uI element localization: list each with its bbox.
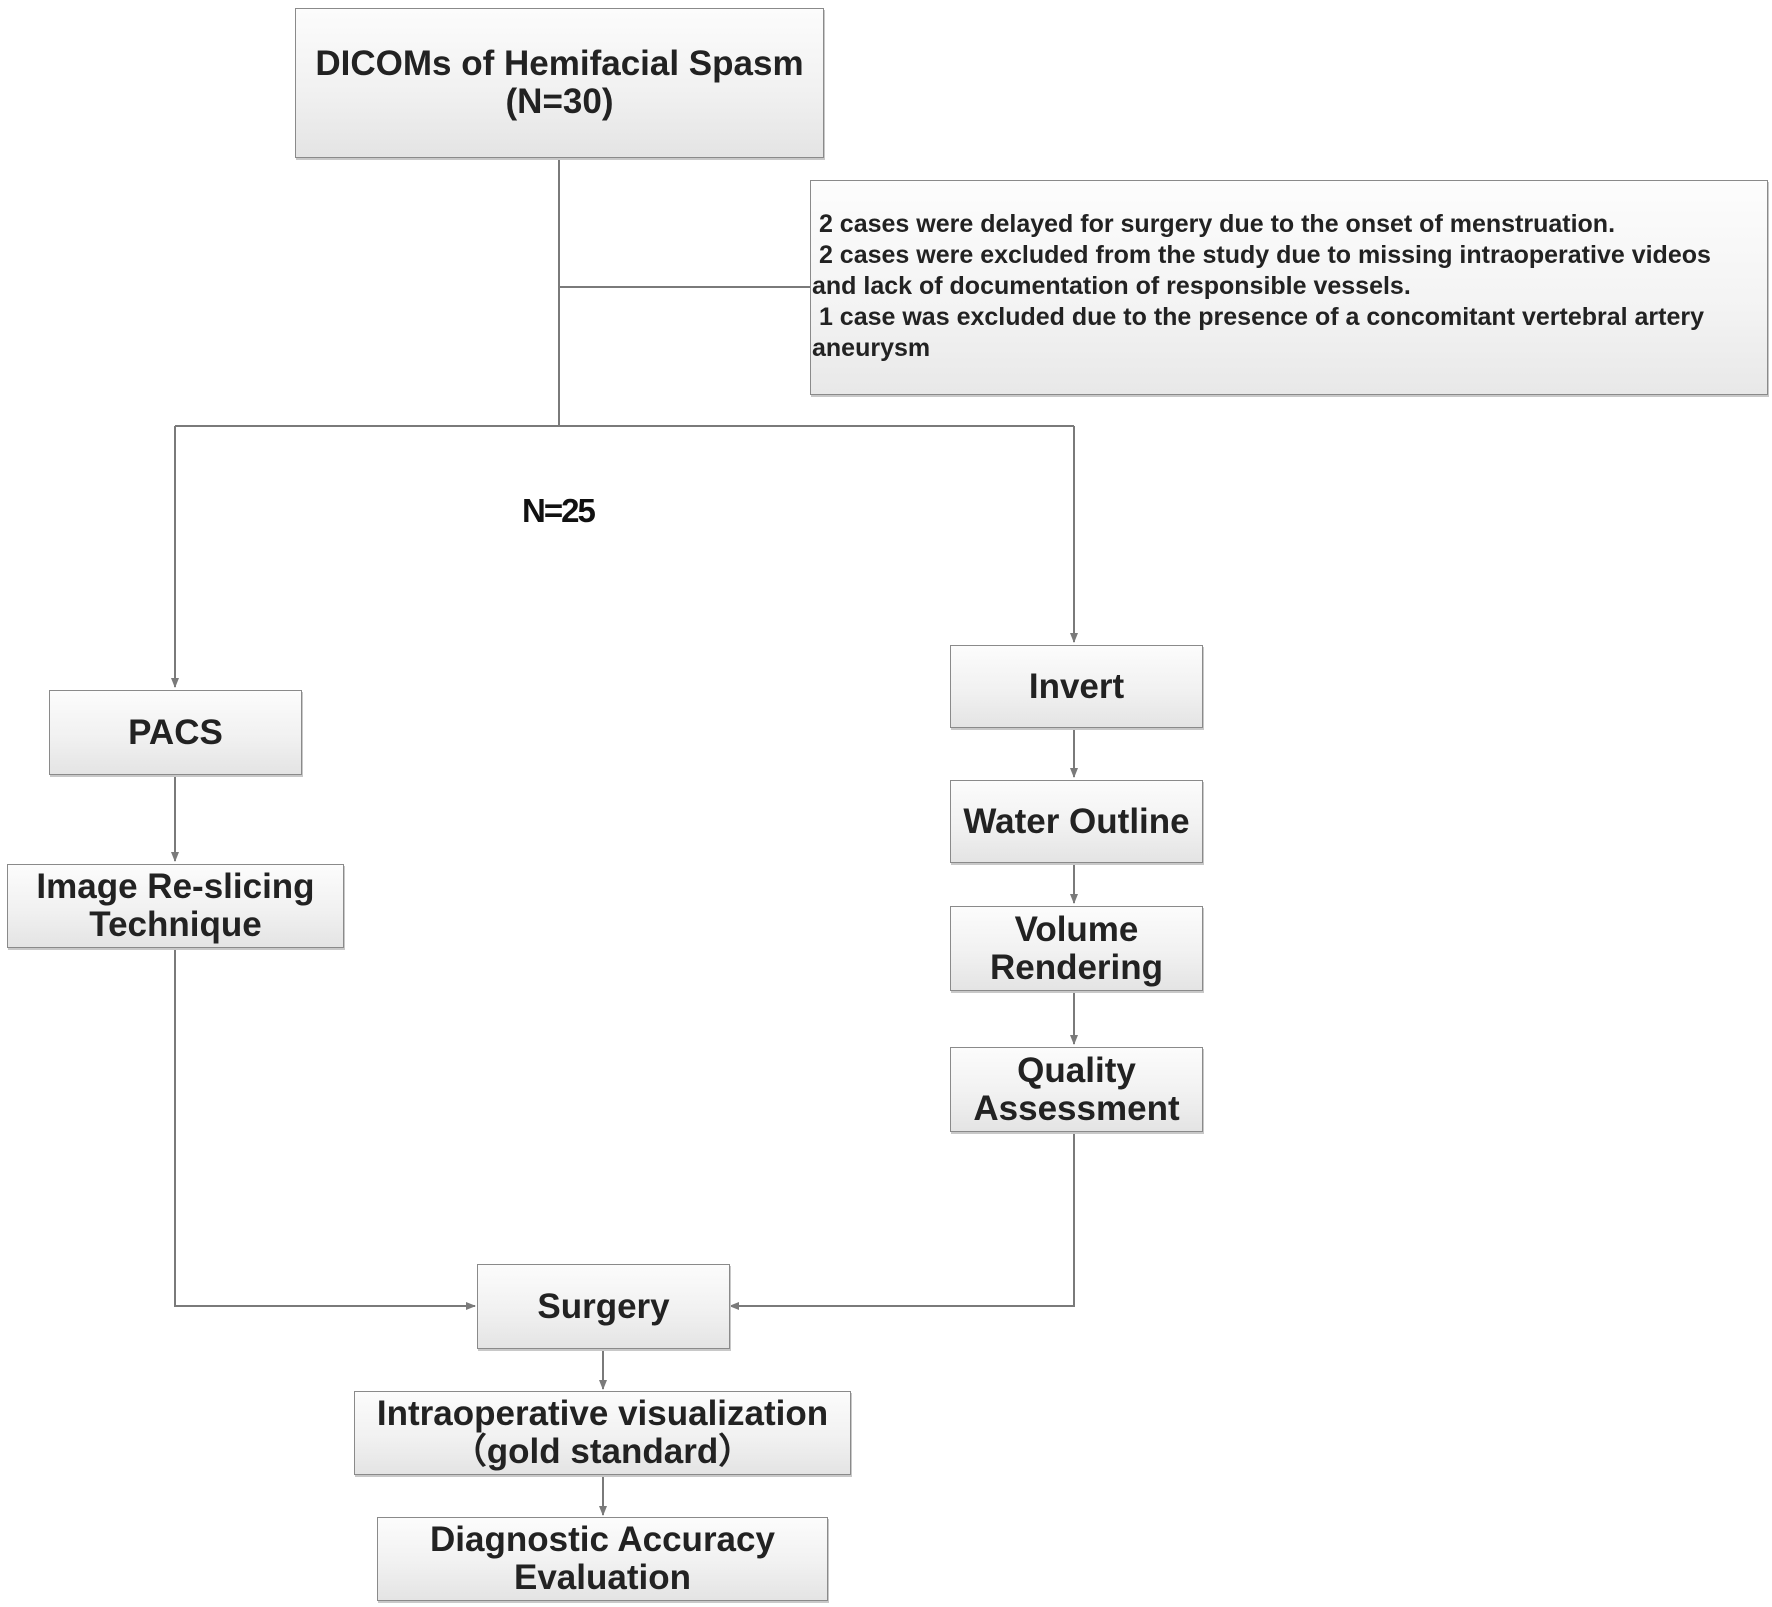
reslicing-line1: Image Re-slicing xyxy=(36,867,315,907)
invert-node: Invert xyxy=(950,645,1203,728)
reslicing-node: Image Re-slicing Technique xyxy=(7,864,344,948)
accuracy-line2: Evaluation xyxy=(514,1558,691,1597)
surgery-node: Surgery xyxy=(477,1264,730,1349)
dicoms-node: DICOMs of Hemifacial Spasm (N=30) xyxy=(295,8,824,158)
exclusion-item: 2 cases were excluded from the study due… xyxy=(812,241,1718,300)
n-remaining-label: N=25 xyxy=(522,492,596,529)
exclusion-note: 2 cases were delayed for surgery due to … xyxy=(810,180,1768,395)
quality-assessment-node: Quality Assessment xyxy=(950,1047,1203,1132)
reslicing-line2: Technique xyxy=(89,905,262,944)
invert-label: Invert xyxy=(1028,666,1125,706)
accuracy-node: Diagnostic Accuracy Evaluation xyxy=(377,1517,828,1601)
surgery-label: Surgery xyxy=(537,1286,670,1326)
exclusion-item: 1 case was excluded due to the presence … xyxy=(812,303,1711,362)
pacs-label: PACS xyxy=(128,712,223,752)
quality-line2: Assessment xyxy=(973,1088,1180,1128)
water-outline-label: Water Outline xyxy=(963,801,1190,841)
volume-rendering-line2: Rendering xyxy=(989,947,1164,987)
intraop-line1: Intraoperative visualization xyxy=(376,1394,829,1434)
volume-rendering-line1: Volume xyxy=(1014,909,1139,949)
dicoms-count: (N=30) xyxy=(505,82,614,121)
intraop-node: Intraoperative visualization （gold stand… xyxy=(354,1391,851,1475)
exclusion-item: 2 cases were delayed for surgery due to … xyxy=(812,210,1616,238)
pacs-node: PACS xyxy=(49,690,302,775)
volume-rendering-node: Volume Rendering xyxy=(950,906,1203,991)
intraop-line2: （gold standard） xyxy=(451,1432,754,1471)
quality-line1: Quality xyxy=(1017,1050,1136,1090)
accuracy-line1: Diagnostic Accuracy xyxy=(430,1520,775,1560)
water-outline-node: Water Outline xyxy=(950,780,1203,863)
edge-quality-surgery xyxy=(729,1131,1075,1310)
edge-reslicing-surgery xyxy=(174,946,476,1310)
dicoms-title: DICOMs of Hemifacial Spasm xyxy=(315,44,804,84)
